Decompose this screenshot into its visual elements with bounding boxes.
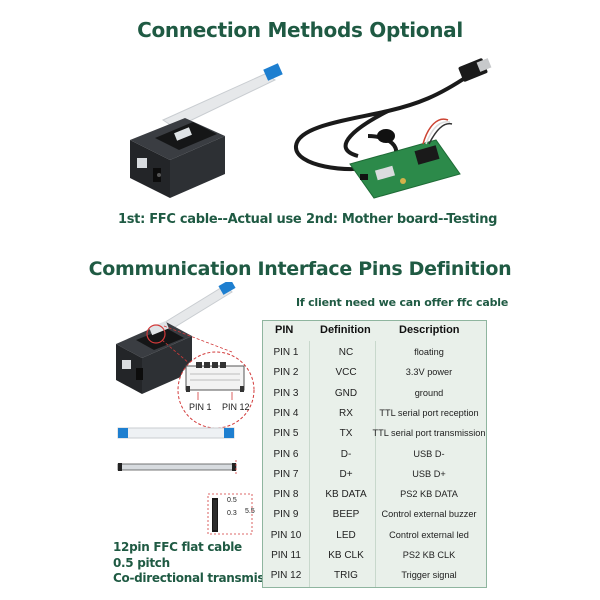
- pin-cell: PIN 6: [273, 448, 299, 460]
- definition-cell: TX: [339, 428, 353, 440]
- scanner-ffc-image: [130, 63, 283, 198]
- table-row: PIN 3 GND ground: [263, 384, 486, 404]
- definition-cell: LED: [336, 529, 356, 541]
- dim-pitch-label: 0.5: [227, 497, 237, 504]
- cable-spec-line2: 0.5 pitch: [113, 556, 170, 570]
- pin-cell: PIN 9: [273, 509, 299, 521]
- description-cell: Control external led: [389, 529, 469, 540]
- table-row: PIN 4 RX TTL serial port reception: [263, 404, 486, 424]
- section-title-pins: Communication Interface Pins Definition: [88, 258, 512, 280]
- pin-cell: PIN 5: [273, 428, 299, 440]
- connector-pin12-label: PIN 12: [222, 402, 250, 412]
- table-row: PIN 10 LED Control external led: [263, 526, 486, 546]
- cable-spec-line3: Co-directional transmission: [113, 571, 292, 585]
- description-cell: floating: [414, 347, 444, 357]
- connector-pin1-label: PIN 1: [189, 402, 212, 412]
- pin-cell: PIN 12: [270, 570, 302, 582]
- definition-cell: BEEP: [332, 509, 360, 521]
- definition-cell: KB DATA: [325, 489, 367, 501]
- table-header: PIN Definition Description: [263, 321, 486, 341]
- table-row: PIN 7 D+ USB D+: [263, 465, 486, 485]
- description-cell: USB D-: [413, 448, 445, 459]
- pin-cell: PIN 1: [273, 347, 299, 358]
- header-definition: Definition: [320, 324, 371, 336]
- caption-mother-board: 2nd: Mother board--Testing: [306, 212, 498, 227]
- pin-cell: PIN 8: [273, 489, 299, 501]
- pin-cell: PIN 4: [273, 407, 299, 419]
- table-row: PIN 2 VCC 3.3V power: [263, 363, 486, 383]
- description-cell: TTL serial port transmission: [372, 428, 486, 439]
- description-cell: TTL serial port reception: [379, 407, 479, 418]
- column-divider: [375, 341, 376, 587]
- table-row: PIN 5 TX TTL serial port transmission: [263, 424, 486, 444]
- description-cell: ground: [414, 387, 444, 398]
- definition-cell: D-: [340, 448, 352, 460]
- table-row: PIN 6 D- USB D-: [263, 445, 486, 465]
- pin-cell: PIN 11: [271, 550, 301, 561]
- dim-length-label: 5.5: [245, 508, 255, 515]
- section-title-connection: Connection Methods Optional: [137, 18, 463, 42]
- definition-cell: RX: [339, 407, 353, 419]
- definition-cell: NC: [338, 347, 354, 358]
- description-cell: PS2 KB CLK: [402, 550, 456, 560]
- table-row: PIN 11 KB CLK PS2 KB CLK: [263, 546, 486, 566]
- table-row: PIN 12 TRIG Trigger signal: [263, 566, 486, 586]
- description-cell: USB D+: [412, 468, 446, 479]
- module-connector-image: [116, 282, 255, 429]
- description-cell: PS2 KB DATA: [400, 489, 458, 500]
- motherboard-usb-image: [294, 58, 492, 199]
- table-row: PIN 9 BEEP Control external buzzer: [263, 505, 486, 525]
- definition-cell: GND: [334, 387, 358, 399]
- pin-cell: PIN 10: [270, 529, 302, 541]
- table-row: PIN 1 NC floating: [263, 343, 486, 363]
- header-pin: PIN: [275, 324, 294, 336]
- ffc-cable-drawing: [117, 427, 253, 535]
- definition-cell: TRIG: [334, 570, 358, 582]
- pin-cell: PIN 3: [273, 387, 299, 399]
- pin-cell: PIN 7: [273, 468, 299, 480]
- caption-ffc-cable: 1st: FFC cable--Actual use: [118, 212, 302, 227]
- ffc-cable-note: If client need we can offer ffc cable: [296, 296, 509, 309]
- pin-cell: PIN 2: [273, 367, 299, 379]
- header-description: Description: [399, 324, 460, 336]
- definition-cell: KB CLK: [328, 550, 364, 561]
- definition-cell: D+: [339, 468, 353, 480]
- cable-spec-line1: 12pin FFC flat cable: [113, 540, 242, 554]
- definition-cell: VCC: [335, 367, 357, 379]
- description-cell: Control external buzzer: [381, 509, 477, 520]
- dim-width-label: 0.3: [227, 510, 237, 517]
- description-cell: 3.3V power: [405, 367, 453, 378]
- pin-definition-table: PIN Definition Description PIN 1 NC floati…: [262, 320, 487, 588]
- description-cell: Trigger signal: [401, 570, 457, 581]
- table-row: PIN 8 KB DATA PS2 KB DATA: [263, 485, 486, 505]
- column-divider: [309, 341, 310, 587]
